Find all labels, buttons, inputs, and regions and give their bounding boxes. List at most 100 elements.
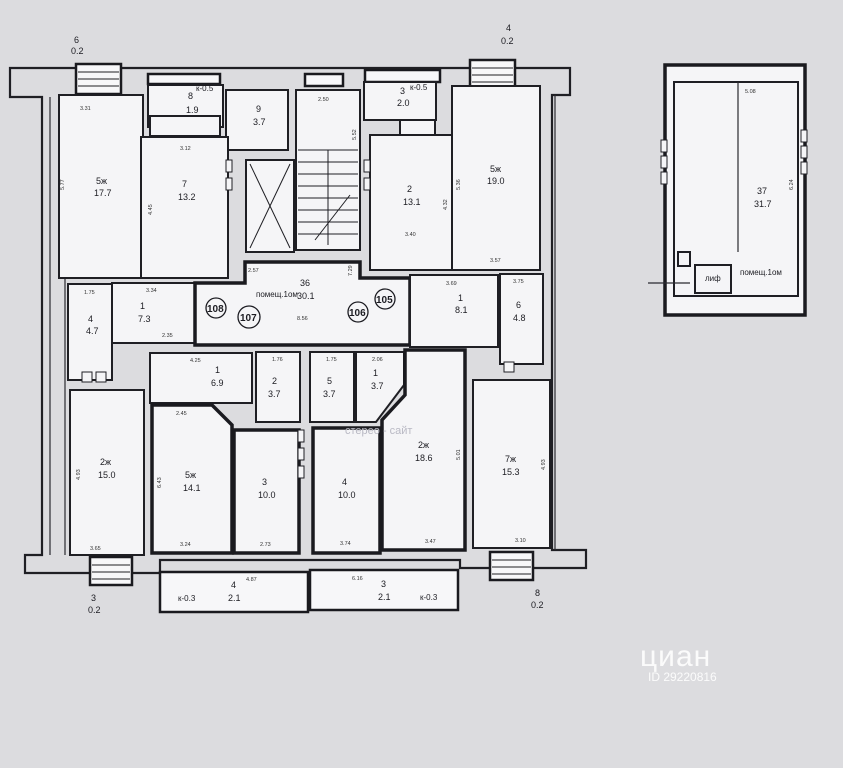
- apartment-106: 106: [347, 301, 369, 323]
- svg-text:1.76: 1.76: [272, 357, 283, 363]
- balcony-6: 6 0.2: [71, 35, 123, 96]
- svg-text:106: 106: [349, 308, 366, 319]
- svg-text:1: 1: [140, 301, 145, 311]
- svg-text:3.47: 3.47: [425, 539, 436, 545]
- svg-text:3.69: 3.69: [446, 281, 457, 287]
- room-8-lower: [149, 115, 221, 137]
- svg-text:14.1: 14.1: [183, 483, 201, 493]
- svg-text:7.3: 7.3: [138, 314, 151, 324]
- room-2-top: 2 13.1 3.40 4.32: [369, 134, 453, 271]
- svg-text:15.3: 15.3: [502, 467, 520, 477]
- svg-text:1.9: 1.9: [186, 105, 199, 115]
- balcony-4-area: 0.2: [501, 36, 514, 46]
- svg-text:105: 105: [376, 295, 393, 306]
- separate-plan-37: 37 31.7 5.08 6.24 лиф помещ.1ом: [648, 63, 808, 317]
- svg-text:2.06: 2.06: [372, 357, 383, 363]
- svg-text:к-0.3: к-0.3: [178, 594, 196, 603]
- svg-text:13.2: 13.2: [178, 192, 196, 202]
- room-3-top: 3 2.0 к-0.5: [363, 81, 437, 121]
- svg-text:0.2: 0.2: [531, 600, 544, 610]
- svg-text:3.10: 3.10: [515, 538, 526, 544]
- svg-text:0.2: 0.2: [88, 605, 101, 615]
- svg-text:4.87: 4.87: [246, 577, 257, 583]
- room-7zh: 7ж 15.3 3.10 4.93: [472, 379, 551, 549]
- svg-text:5ж: 5ж: [490, 164, 501, 174]
- svg-text:3.31: 3.31: [80, 106, 91, 112]
- svg-text:3.7: 3.7: [371, 381, 384, 391]
- svg-text:5.77: 5.77: [60, 179, 66, 190]
- svg-text:3: 3: [381, 579, 386, 589]
- top-vent-right: [363, 68, 442, 84]
- room-3-bottom: 3 10.0 2.73: [232, 428, 301, 555]
- svg-text:2ж: 2ж: [418, 440, 429, 450]
- balcony-6-area: 0.2: [71, 46, 84, 56]
- svg-text:3.7: 3.7: [323, 389, 336, 399]
- balcony-3-bottom: 3 2.1 к-0.3 6.16: [308, 568, 460, 612]
- svg-text:2.1: 2.1: [228, 593, 241, 603]
- room-1-mid2: 1 3.7 2.06: [355, 351, 405, 423]
- svg-text:8.56: 8.56: [297, 316, 308, 322]
- balcony-8: 8 0.2: [488, 550, 544, 610]
- svg-text:3: 3: [400, 86, 405, 96]
- svg-text:3.74: 3.74: [340, 541, 351, 547]
- svg-text:5ж: 5ж: [96, 176, 107, 186]
- top-vent-left: [146, 72, 222, 86]
- svg-text:3.65: 3.65: [90, 546, 101, 552]
- svg-text:помещ.1ом: помещ.1ом: [256, 290, 298, 299]
- room-4-bottom: 4 10.0 3.74: [311, 426, 382, 555]
- svg-text:7ж: 7ж: [505, 454, 516, 464]
- svg-text:4: 4: [88, 314, 93, 324]
- svg-text:17.7: 17.7: [94, 188, 112, 198]
- svg-text:2.45: 2.45: [176, 411, 187, 417]
- room-2zh-left: 2ж 15.0 3.65 4.93: [69, 389, 145, 556]
- svg-text:4.7: 4.7: [86, 326, 99, 336]
- svg-text:37: 37: [757, 186, 767, 196]
- cian-logo: циан: [640, 640, 712, 673]
- svg-text:1: 1: [458, 293, 463, 303]
- room-2-mid: 2 3.7 1.76: [255, 351, 301, 423]
- svg-text:18.6: 18.6: [415, 453, 433, 463]
- svg-text:2.1: 2.1: [378, 592, 391, 602]
- room-3-top-lower: [399, 119, 436, 137]
- svg-text:6: 6: [516, 300, 521, 310]
- svg-text:2.50: 2.50: [318, 97, 329, 103]
- svg-text:31.7: 31.7: [754, 199, 772, 209]
- svg-text:7: 7: [182, 179, 187, 189]
- svg-text:к-0.5: к-0.5: [196, 84, 214, 93]
- room-36-hall: 2.57 помещ.1ом 36 30.1 8.56 7.29: [193, 260, 412, 347]
- room-2zh-bottom: 2ж 18.6 3.47 5.01: [380, 348, 467, 552]
- svg-text:8.1: 8.1: [455, 305, 468, 315]
- svg-text:2.0: 2.0: [397, 98, 410, 108]
- stairwell: 2.50 5.52: [295, 89, 361, 251]
- svg-text:8: 8: [188, 91, 193, 101]
- room-5zh-bottom: 5ж 14.1 2.45 3.24 6.43: [150, 403, 234, 555]
- cian-watermark: циан ID 29220816: [640, 640, 717, 684]
- svg-text:7.29: 7.29: [348, 265, 354, 276]
- svg-text:36: 36: [300, 278, 310, 288]
- balcony-4: 4 0.2: [468, 23, 517, 92]
- svg-text:6.43: 6.43: [157, 477, 163, 488]
- svg-text:4: 4: [342, 477, 347, 487]
- svg-text:2.35: 2.35: [162, 333, 173, 339]
- room-9: 9 3.7: [225, 89, 289, 151]
- apartment-108: 108: [205, 297, 227, 319]
- svg-text:10.0: 10.0: [338, 490, 356, 500]
- svg-text:13.1: 13.1: [403, 197, 421, 207]
- svg-text:2ж: 2ж: [100, 457, 111, 467]
- svg-text:4.8: 4.8: [513, 313, 526, 323]
- balcony-3-left: 3 0.2: [88, 555, 134, 615]
- svg-text:1.75: 1.75: [326, 357, 337, 363]
- svg-text:4.45: 4.45: [148, 204, 154, 215]
- svg-text:2: 2: [407, 184, 412, 194]
- svg-text:6.16: 6.16: [352, 576, 363, 582]
- balcony-4-num: 4: [506, 23, 511, 33]
- svg-text:15.0: 15.0: [98, 470, 116, 480]
- svg-text:5ж: 5ж: [185, 470, 196, 480]
- room-7: 7 13.2 3.12 4.45: [140, 136, 229, 279]
- svg-text:2.57: 2.57: [248, 268, 259, 274]
- svg-text:3: 3: [262, 477, 267, 487]
- room-1-mid: 1 6.9 4.25: [149, 352, 253, 404]
- svg-text:6.24: 6.24: [789, 179, 795, 190]
- svg-text:3.12: 3.12: [180, 146, 191, 152]
